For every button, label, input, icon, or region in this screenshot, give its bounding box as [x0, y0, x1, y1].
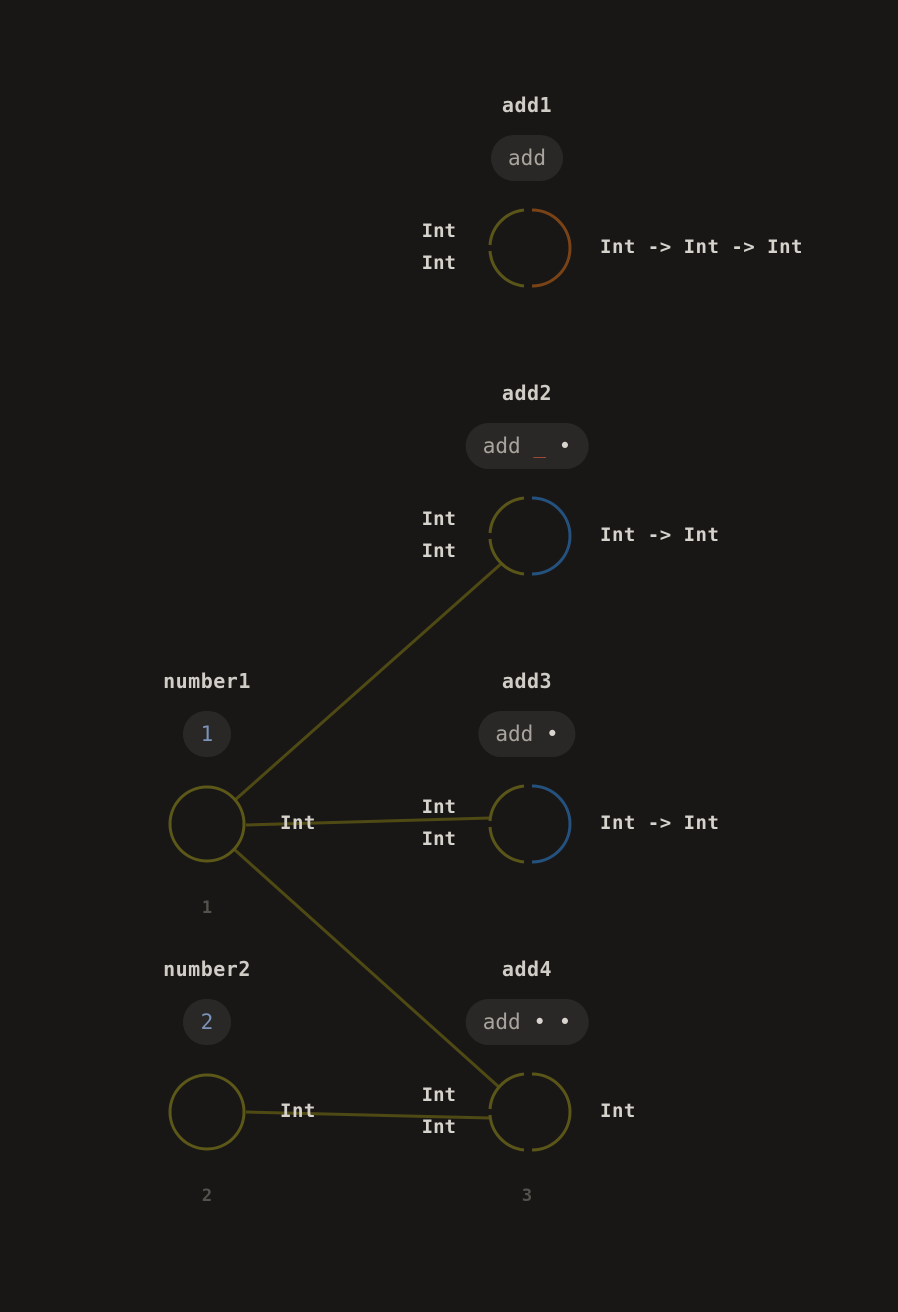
- add2-expr-text: add: [482, 434, 521, 458]
- add4-type-label: Int: [600, 1100, 636, 1122]
- add2-title[interactable]: add2: [501, 381, 553, 405]
- add2-input1-label: Int: [421, 508, 456, 530]
- add4-expression[interactable]: add • •: [465, 999, 589, 1045]
- add3-port-ring[interactable]: [488, 784, 572, 864]
- add3-output-arc[interactable]: [531, 784, 572, 864]
- add2-expression[interactable]: add _ •: [465, 423, 589, 469]
- add3-type-label: Int -> Int: [600, 812, 720, 834]
- add2-type-label: Int -> Int: [600, 524, 720, 546]
- add3-input2-arc[interactable]: [488, 826, 525, 864]
- add1-input2-arc[interactable]: [488, 250, 525, 288]
- add4-input2-label: Int: [421, 1116, 456, 1138]
- add4-output-arc[interactable]: [531, 1072, 572, 1152]
- number1-result-value: 1: [201, 898, 213, 918]
- add2-input2-arc[interactable]: [488, 538, 525, 576]
- add2-input2-label: Int: [421, 540, 456, 562]
- number1-title[interactable]: number1: [163, 669, 251, 693]
- add1-type-label: Int -> Int -> Int: [600, 236, 803, 258]
- add1-title[interactable]: add1: [501, 93, 553, 117]
- add4-input2-arc[interactable]: [488, 1114, 525, 1152]
- wire-number1-add2: [234, 561, 503, 802]
- add2-port-ring[interactable]: [488, 496, 572, 576]
- add3-arg-dot[interactable]: •: [545, 722, 559, 746]
- wire-number1-add4: [233, 848, 502, 1090]
- add1-output-arc[interactable]: [531, 208, 572, 288]
- add2-hole-placeholder[interactable]: _: [533, 434, 546, 458]
- number2-output-port[interactable]: [168, 1073, 246, 1151]
- number1-value[interactable]: 1: [183, 711, 231, 757]
- number2-result-value: 2: [201, 1186, 213, 1206]
- add4-input1-arc[interactable]: [488, 1072, 525, 1110]
- number2-title[interactable]: number2: [163, 957, 251, 981]
- add2-arg-dot[interactable]: •: [558, 434, 572, 458]
- add3-expression[interactable]: add •: [478, 711, 576, 757]
- number2-value[interactable]: 2: [183, 999, 231, 1045]
- add3-input2-label: Int: [421, 828, 456, 850]
- add4-title[interactable]: add4: [501, 957, 553, 981]
- number1-output-label: Int: [280, 812, 316, 834]
- add1-port-ring[interactable]: [488, 208, 572, 288]
- add1-expr-text: add: [508, 146, 546, 170]
- wire-number1-add3: [245, 816, 491, 827]
- add1-input1-label: Int: [421, 220, 456, 242]
- add3-input1-arc[interactable]: [488, 784, 525, 822]
- add4-port-ring[interactable]: [488, 1072, 572, 1152]
- add2-output-arc[interactable]: [531, 496, 572, 576]
- add4-result-value: 3: [521, 1186, 533, 1206]
- number2-output-label: Int: [280, 1100, 316, 1122]
- add3-input1-label: Int: [421, 796, 456, 818]
- number1-output-port[interactable]: [168, 785, 246, 863]
- add2-input1-arc[interactable]: [488, 496, 525, 534]
- add3-expr-text: add: [495, 722, 534, 746]
- add1-input2-label: Int: [421, 252, 456, 274]
- add4-input1-label: Int: [421, 1084, 456, 1106]
- wire-number2-add4: [245, 1110, 491, 1120]
- add1-input1-arc[interactable]: [488, 208, 525, 246]
- add1-expression[interactable]: add: [491, 135, 563, 181]
- add4-arg-dot-2[interactable]: •: [558, 1010, 572, 1034]
- add3-title[interactable]: add3: [501, 669, 553, 693]
- add4-expr-text: add: [482, 1010, 521, 1034]
- add4-arg-dot-1[interactable]: •: [533, 1010, 546, 1034]
